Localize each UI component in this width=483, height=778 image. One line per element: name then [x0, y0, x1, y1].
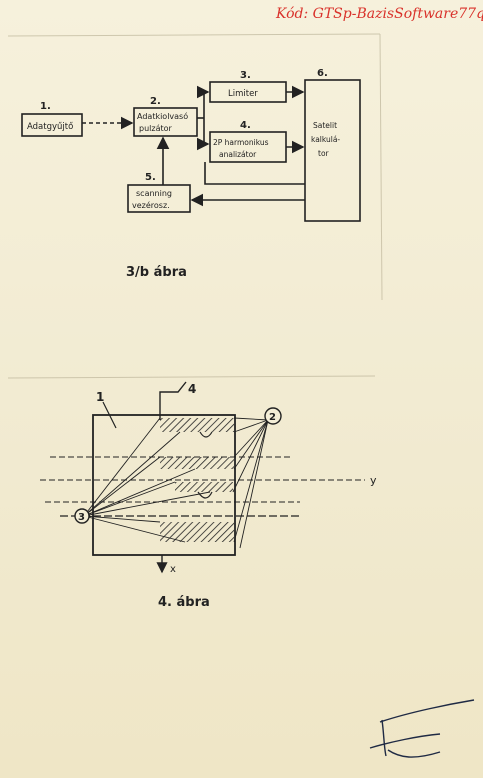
marker-circle-3 [74, 508, 90, 524]
block-2-label-line1: Adatkiolvasó [137, 111, 188, 121]
figure-4-label-1: 1 [96, 390, 104, 404]
block-5-label-line2: vezérosz. [132, 200, 170, 210]
block-2-box [133, 107, 198, 137]
figure-3b-block-diagram [21, 79, 361, 222]
block-6-label-line3: tor [318, 149, 330, 158]
signature-mark [369, 699, 475, 758]
hatch-band-2 [160, 457, 234, 469]
block-1-number: 1. [40, 101, 51, 112]
link-6-feedback [204, 162, 305, 185]
block-6-number: 6. [317, 68, 328, 79]
link-2-to-3 [196, 85, 210, 144]
figure-4-axis-y-label: y [370, 474, 377, 487]
hatch-band-1 [160, 418, 234, 432]
block-4-label-line1: 2P harmonikus [213, 138, 269, 147]
block-4-number: 4. [240, 120, 251, 131]
figure-4-sketch [40, 381, 365, 574]
figure-4-caption: 4. ábra [158, 595, 210, 610]
marker-circle-2 [264, 407, 282, 425]
figure-4-label-2: 2 [269, 412, 276, 423]
figure-4-axis-x-label: x [170, 564, 176, 575]
block-3-number: 3. [240, 70, 251, 81]
figure-3b-caption: 3/b ábra [126, 265, 187, 280]
block-3-label: Limiter [228, 89, 258, 99]
hatch-band-4 [160, 522, 234, 542]
block-5-box [127, 184, 191, 213]
block-5-number: 5. [145, 172, 156, 183]
block-1-box [21, 113, 83, 137]
block-2-label-line2: pulzátor [139, 124, 173, 133]
block-2-number: 2. [150, 96, 161, 107]
figure-4-main-square [92, 414, 236, 556]
figure-4-label-3: 3 [78, 512, 85, 523]
block-4-label-line2: analizátor [219, 150, 257, 159]
document-code-label: Kód: GTSp-BazisSoftware77q [276, 6, 483, 22]
block-6-label-line2: kalkulá- [311, 135, 340, 144]
figure-4-label-4: 4 [188, 382, 196, 396]
photocopy-frame-edges [7, 33, 383, 379]
hatch-band-3 [175, 482, 233, 492]
block-5-label-line1: scanning [136, 189, 172, 198]
block-1-label: Adatgyűjtő [27, 122, 73, 132]
block-6-box [304, 79, 361, 222]
block-6-label-line1: Satelit [313, 121, 337, 130]
